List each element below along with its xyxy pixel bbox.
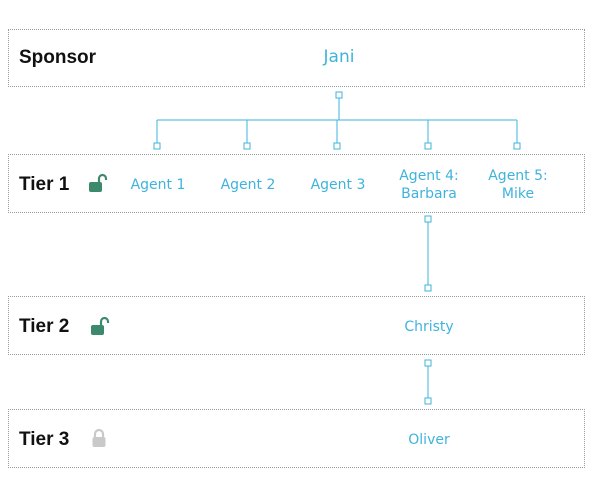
sponsor-name[interactable]: Jani	[323, 47, 355, 67]
christy-in-connector-node	[424, 284, 432, 292]
tier-3-row: Tier 3 Oliver	[8, 409, 585, 468]
agent-name: Christy	[404, 319, 454, 335]
agent-4-out-connector-node	[424, 215, 432, 223]
unlocked-lock-icon	[90, 316, 110, 341]
sponsor-row: Sponsor Jani	[8, 29, 585, 87]
sponsor-connector-node	[335, 91, 343, 99]
agent-title: Agent 4:	[399, 168, 459, 184]
agent-node[interactable]: Agent 5: Mike	[473, 167, 563, 203]
agent-node[interactable]: Agent 2	[203, 176, 293, 194]
agent-2-connector-node	[243, 142, 251, 150]
agent-node[interactable]: Oliver	[384, 431, 474, 449]
locked-lock-icon	[90, 428, 110, 453]
agent-name: Mike	[501, 186, 535, 202]
agent-name: Oliver	[408, 432, 450, 448]
tier-2-row: Tier 2 Christy	[8, 296, 585, 355]
unlocked-lock-icon	[88, 173, 108, 198]
agent-name: Barbara	[401, 186, 457, 202]
agent-title: Agent 5:	[488, 168, 548, 184]
agent-node[interactable]: Agent 4: Barbara	[384, 167, 474, 203]
agent-node[interactable]: Christy	[384, 318, 474, 336]
agent-5-connector-node	[513, 142, 521, 150]
tier-2-label: Tier 2	[19, 316, 70, 337]
agent-4-connector-node	[424, 142, 432, 150]
oliver-in-connector-node	[424, 397, 432, 405]
tier-1-label: Tier 1	[19, 174, 70, 195]
tier-3-label: Tier 3	[19, 429, 70, 450]
agent-node[interactable]: Agent 3	[293, 176, 383, 194]
agent-name: Agent 1	[130, 177, 186, 193]
christy-out-connector-node	[424, 359, 432, 367]
agent-node[interactable]: Agent 1	[113, 176, 203, 194]
agent-name: Agent 2	[220, 177, 276, 193]
sponsor-label: Sponsor	[19, 47, 97, 68]
agent-name: Agent 3	[310, 177, 366, 193]
agent-1-connector-node	[153, 142, 161, 150]
tier-1-row: Tier 1 Agent 1 Agent 2 Agent 3 Agent 4: …	[8, 154, 585, 213]
agent-3-connector-node	[333, 142, 341, 150]
